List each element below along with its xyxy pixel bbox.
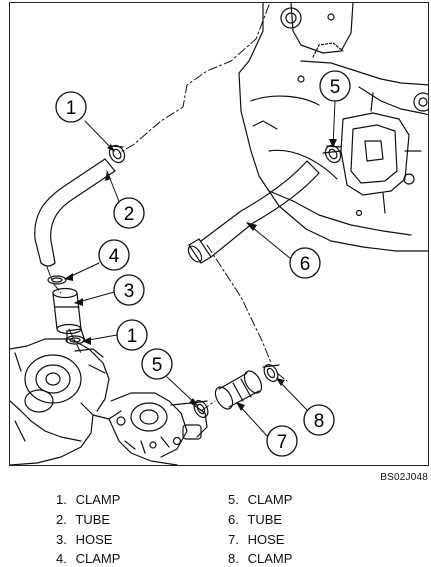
callout-label: 1 — [66, 98, 77, 119]
callout-6: 6 — [289, 247, 321, 279]
callout-8: 8 — [303, 404, 335, 436]
legend-name: CLAMP — [75, 492, 121, 507]
callout-label: 1 — [127, 326, 138, 347]
callout-label: 2 — [124, 204, 135, 225]
callout-5-upper: 5 — [319, 70, 351, 102]
legend-item: 3. HOSE — [56, 532, 112, 547]
clamp-4 — [47, 275, 67, 285]
legend-number: 5. — [228, 492, 239, 507]
callout-label: 8 — [314, 411, 325, 432]
legend-number: 3. — [56, 532, 67, 547]
callout-3: 3 — [113, 274, 145, 306]
legend-item: 8. CLAMP — [228, 551, 292, 566]
arrowheads — [64, 139, 337, 411]
callout-label: 5 — [152, 355, 163, 376]
callout-label: 3 — [124, 281, 135, 302]
turbocharger-assembly — [10, 328, 208, 465]
callout-label: 7 — [277, 432, 288, 453]
legend-item: 7. HOSE — [228, 532, 284, 547]
hose-3 — [52, 287, 82, 335]
callout-1-bottom: 1 — [116, 319, 148, 351]
engine-block — [238, 3, 428, 252]
legend-name: HOSE — [247, 532, 285, 547]
tube-2 — [34, 158, 116, 267]
legend-item: 1. CLAMP — [56, 492, 120, 507]
legend-item: 5. CLAMP — [228, 492, 292, 507]
clamp-5-upper — [324, 144, 342, 164]
legend-name: TUBE — [75, 512, 111, 527]
tube-6 — [187, 160, 320, 264]
legend-name: CLAMP — [75, 551, 121, 566]
legend-name: CLAMP — [247, 492, 293, 507]
callout-7: 7 — [266, 425, 298, 457]
legend-name: CLAMP — [247, 551, 293, 566]
legend-number: 4. — [56, 551, 67, 566]
legend-number: 7. — [228, 532, 239, 547]
callout-label: 5 — [330, 77, 341, 98]
legend-number: 8. — [228, 551, 239, 566]
legend-number: 1. — [56, 492, 67, 507]
alignment-lines — [46, 4, 288, 412]
clamp-1-top — [108, 144, 126, 164]
legend-item: 4. CLAMP — [56, 551, 120, 566]
legend-item: 2. TUBE — [56, 512, 110, 527]
legend-number: 2. — [56, 512, 67, 527]
figure-code: BS02J048 — [380, 472, 428, 483]
callout-4: 4 — [98, 239, 130, 271]
legend-name: TUBE — [247, 512, 283, 527]
clamp-8 — [262, 364, 280, 382]
hose-7 — [214, 370, 263, 410]
legend-name: HOSE — [75, 532, 113, 547]
callout-5-lower: 5 — [141, 348, 173, 380]
callout-1-top: 1 — [55, 91, 87, 123]
callout-label: 4 — [109, 246, 120, 267]
clamp-1-bottom — [65, 335, 85, 345]
callout-label: 6 — [300, 254, 311, 275]
diagram-drawing: 1 2 4 3 1 5 6 5 7 8 — [10, 3, 428, 465]
exploded-diagram: 1 2 4 3 1 5 6 5 7 8 — [9, 2, 429, 466]
legend-number: 6. — [228, 512, 239, 527]
parts-legend: 1. CLAMP 2. TUBE 3. HOSE 4. CLAMP 5. CLA… — [0, 488, 431, 567]
legend-item: 6. TUBE — [228, 512, 282, 527]
callout-2: 2 — [113, 197, 145, 229]
